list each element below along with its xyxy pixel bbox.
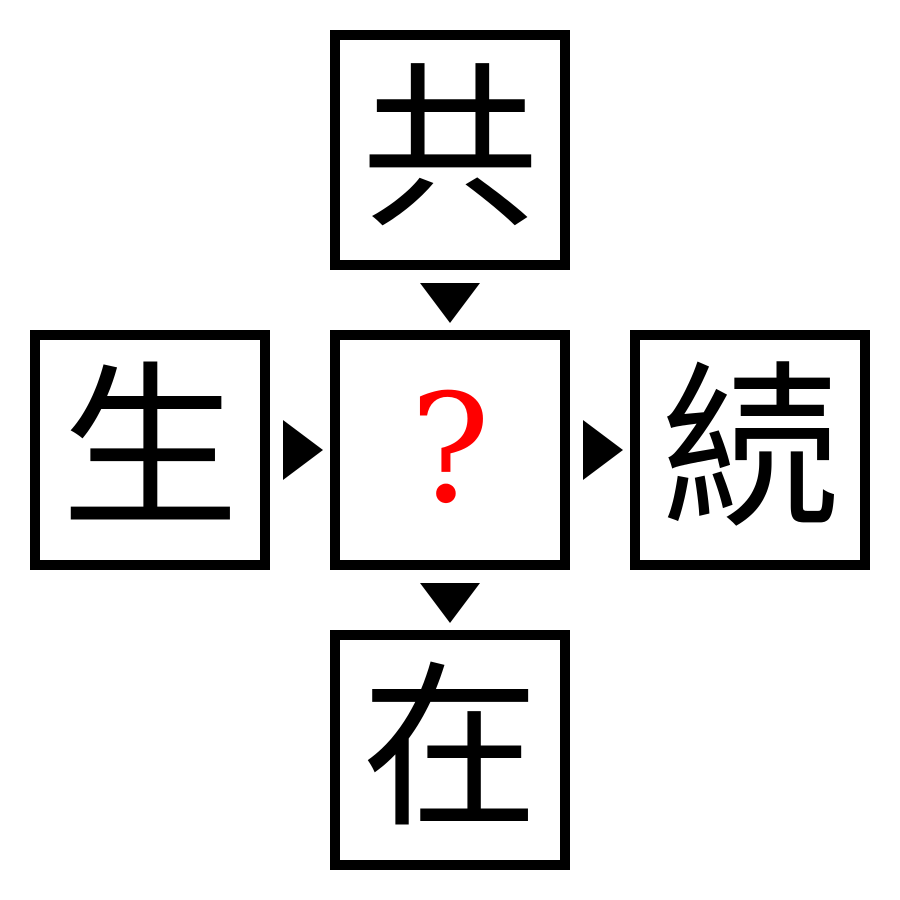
arrow-right-icon-right <box>583 420 623 480</box>
kanji-top-char: 共 <box>361 46 539 253</box>
arrow-down-icon-top <box>420 283 480 323</box>
kanji-cell-top: 共 <box>330 30 570 270</box>
answer-cell-center[interactable]: ? <box>330 330 570 570</box>
kanji-right-char: 続 <box>661 346 839 553</box>
kanji-cell-left: 生 <box>30 330 270 570</box>
arrow-right-icon-left <box>283 420 323 480</box>
arrow-down-icon-bottom <box>420 583 480 623</box>
kanji-bottom-char: 在 <box>361 646 539 853</box>
question-mark: ? <box>409 363 491 537</box>
kanji-cell-right: 続 <box>630 330 870 570</box>
kanji-cell-bottom: 在 <box>330 630 570 870</box>
kanji-left-char: 生 <box>61 346 239 553</box>
